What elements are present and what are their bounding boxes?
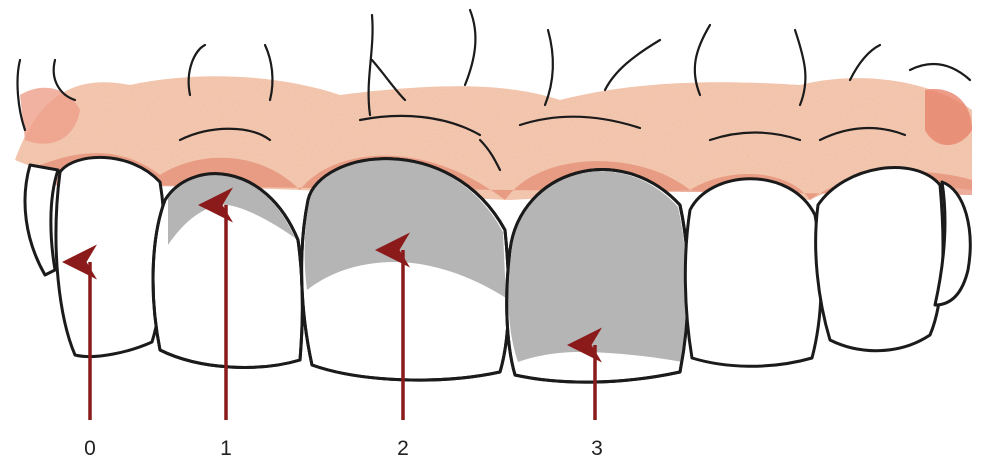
sketch-line <box>910 64 970 80</box>
tooth-right-canine <box>816 168 943 351</box>
label-0: 0 <box>84 437 96 459</box>
gum-right-patch <box>925 89 972 145</box>
tooth-far-left <box>25 165 58 275</box>
tooth-3-group <box>507 170 689 383</box>
sketch-line <box>545 30 553 105</box>
tooth-right-lateral <box>685 179 821 367</box>
labels: 0 1 2 3 <box>84 437 603 459</box>
label-2: 2 <box>397 437 409 459</box>
sketch-line <box>605 40 660 90</box>
label-3: 3 <box>591 437 603 459</box>
tooth-0 <box>56 157 164 356</box>
sketch-line <box>850 45 880 80</box>
sketch-line <box>465 10 475 85</box>
tooth-3-grey-area <box>508 171 686 362</box>
label-1: 1 <box>220 437 232 459</box>
